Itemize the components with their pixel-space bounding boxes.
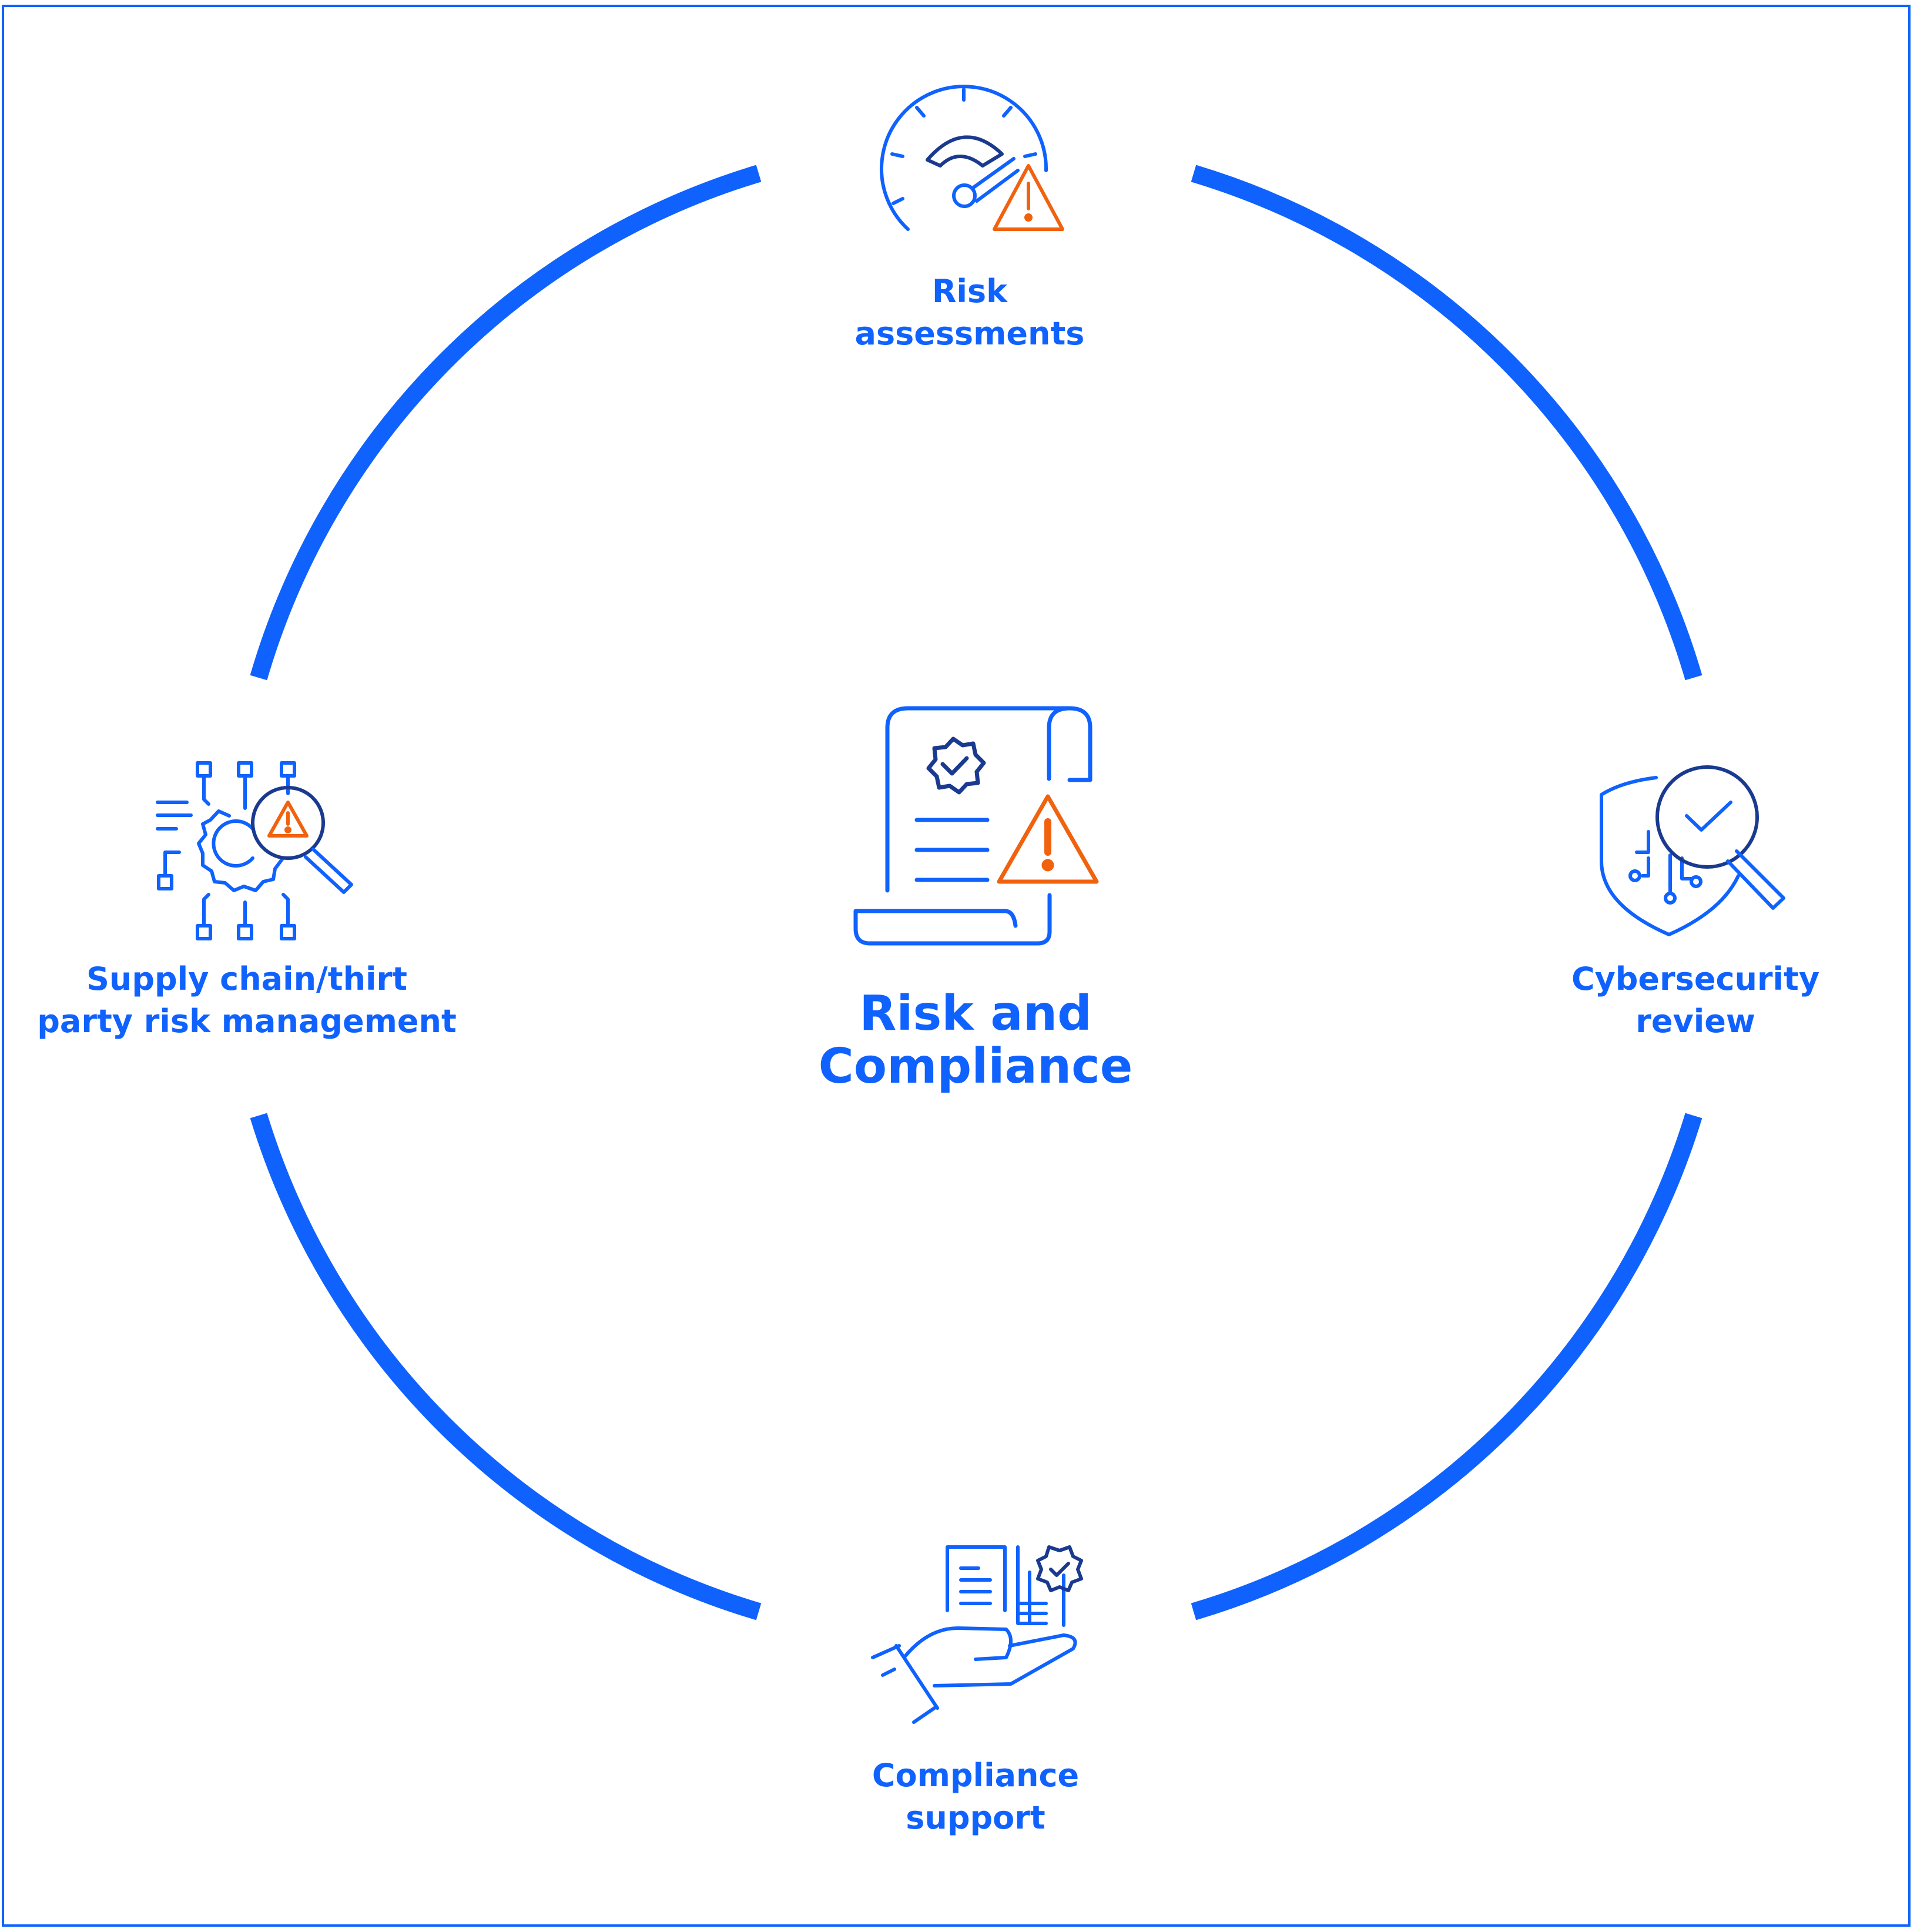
node-label-risk-assessments: Risk assessments bbox=[854, 273, 1085, 352]
gear-network-magnifier-warning-icon bbox=[156, 761, 353, 940]
cycle-ring bbox=[250, 165, 1702, 1620]
hand-document-badge-icon bbox=[871, 1545, 1083, 1724]
gauge-warning-icon bbox=[880, 85, 1064, 231]
node-label-supply-chain: Supply chain/thirt party risk management bbox=[37, 960, 457, 1040]
cycle-arc-top-right bbox=[1191, 165, 1702, 681]
node-label-compliance-support: Compliance support bbox=[872, 1757, 1080, 1836]
node-label-cybersecurity-review: Cybersecurity review bbox=[1571, 960, 1820, 1040]
shield-magnifier-check-icon bbox=[1600, 765, 1785, 936]
compliance-document-warning-icon bbox=[853, 706, 1099, 946]
cycle-arc-top-left bbox=[250, 165, 762, 681]
outer-frame bbox=[2, 5, 1911, 1927]
center-title: Risk and Compliance bbox=[818, 986, 1133, 1094]
cycle-arc-bottom-left bbox=[250, 1113, 762, 1620]
cycle-arc-bottom-right bbox=[1191, 1113, 1702, 1620]
